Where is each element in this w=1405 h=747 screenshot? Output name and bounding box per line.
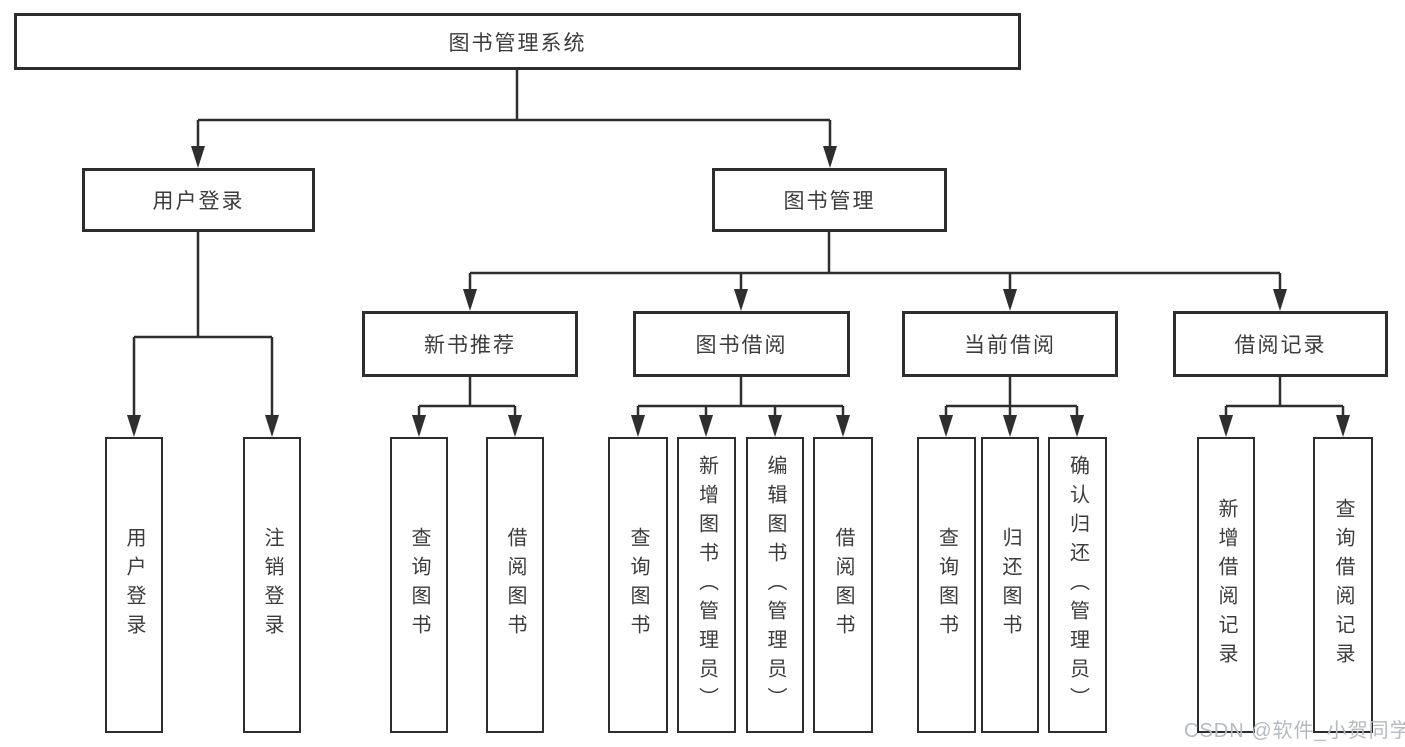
- node-current-borrowing: 当前借阅: [902, 311, 1118, 377]
- node-book-management: 图书管理: [712, 168, 947, 232]
- node-leaf-return-books: 归还图书: [981, 437, 1039, 733]
- arrowhead: [127, 415, 141, 437]
- arrowhead: [265, 415, 279, 437]
- node-book-borrowing: 图书借阅: [633, 311, 850, 377]
- node-leaf-search-books-recommend: 查询图书: [390, 437, 448, 733]
- arrowhead: [412, 415, 426, 437]
- node-leaf-borrow-books: 借阅图书: [813, 437, 873, 733]
- node-leaf-borrow-books-recommend: 借阅图书: [486, 437, 544, 733]
- edge-current-borrow-children: [944, 377, 1079, 419]
- node-leaf-search-borrow-record: 查询借阅记录: [1313, 437, 1373, 733]
- node-leaf-logout: 注销登录: [243, 437, 301, 733]
- arrowhead: [768, 415, 782, 437]
- node-leaf-confirm-return-admin: 确认归还（管理员）: [1048, 437, 1107, 733]
- node-leaf-add-books-admin: 新增图书（管理员）: [677, 437, 736, 733]
- arrowhead: [939, 415, 953, 437]
- edge-book-borrow-children: [636, 377, 845, 419]
- arrowhead: [1003, 415, 1017, 437]
- arrowhead: [734, 289, 748, 311]
- edge-user-login-children: [132, 232, 274, 419]
- node-leaf-user-login: 用户登录: [105, 437, 163, 733]
- node-borrowing-records: 借阅记录: [1173, 311, 1388, 377]
- node-library-management-system: 图书管理系统: [14, 13, 1021, 70]
- csdn-watermark: CSDN @软件_小贺同学: [1184, 720, 1405, 742]
- node-leaf-search-books-borrow: 查询图书: [608, 437, 668, 733]
- edge-borrow-records-children: [1224, 377, 1345, 419]
- node-leaf-search-books-current: 查询图书: [917, 437, 976, 733]
- arrowhead: [1219, 415, 1233, 437]
- edge-book-management-children: [468, 232, 1282, 293]
- edge-new-book-children: [417, 377, 517, 419]
- node-new-book-recommendation: 新书推荐: [362, 311, 578, 377]
- arrowhead: [1273, 289, 1287, 311]
- node-leaf-edit-books-admin: 编辑图书（管理员）: [746, 437, 804, 733]
- arrowhead: [191, 146, 205, 168]
- node-leaf-add-borrow-record: 新增借阅记录: [1197, 437, 1255, 733]
- arrowhead: [1003, 289, 1017, 311]
- arrowhead: [836, 415, 850, 437]
- arrowhead: [508, 415, 522, 437]
- arrowhead: [631, 415, 645, 437]
- node-user-login: 用户登录: [82, 168, 315, 232]
- arrowhead: [823, 146, 837, 168]
- arrowhead: [1070, 415, 1084, 437]
- arrowhead: [463, 289, 477, 311]
- arrowhead: [1336, 415, 1350, 437]
- edge-root-to-level2: [196, 70, 832, 150]
- arrowhead: [699, 415, 713, 437]
